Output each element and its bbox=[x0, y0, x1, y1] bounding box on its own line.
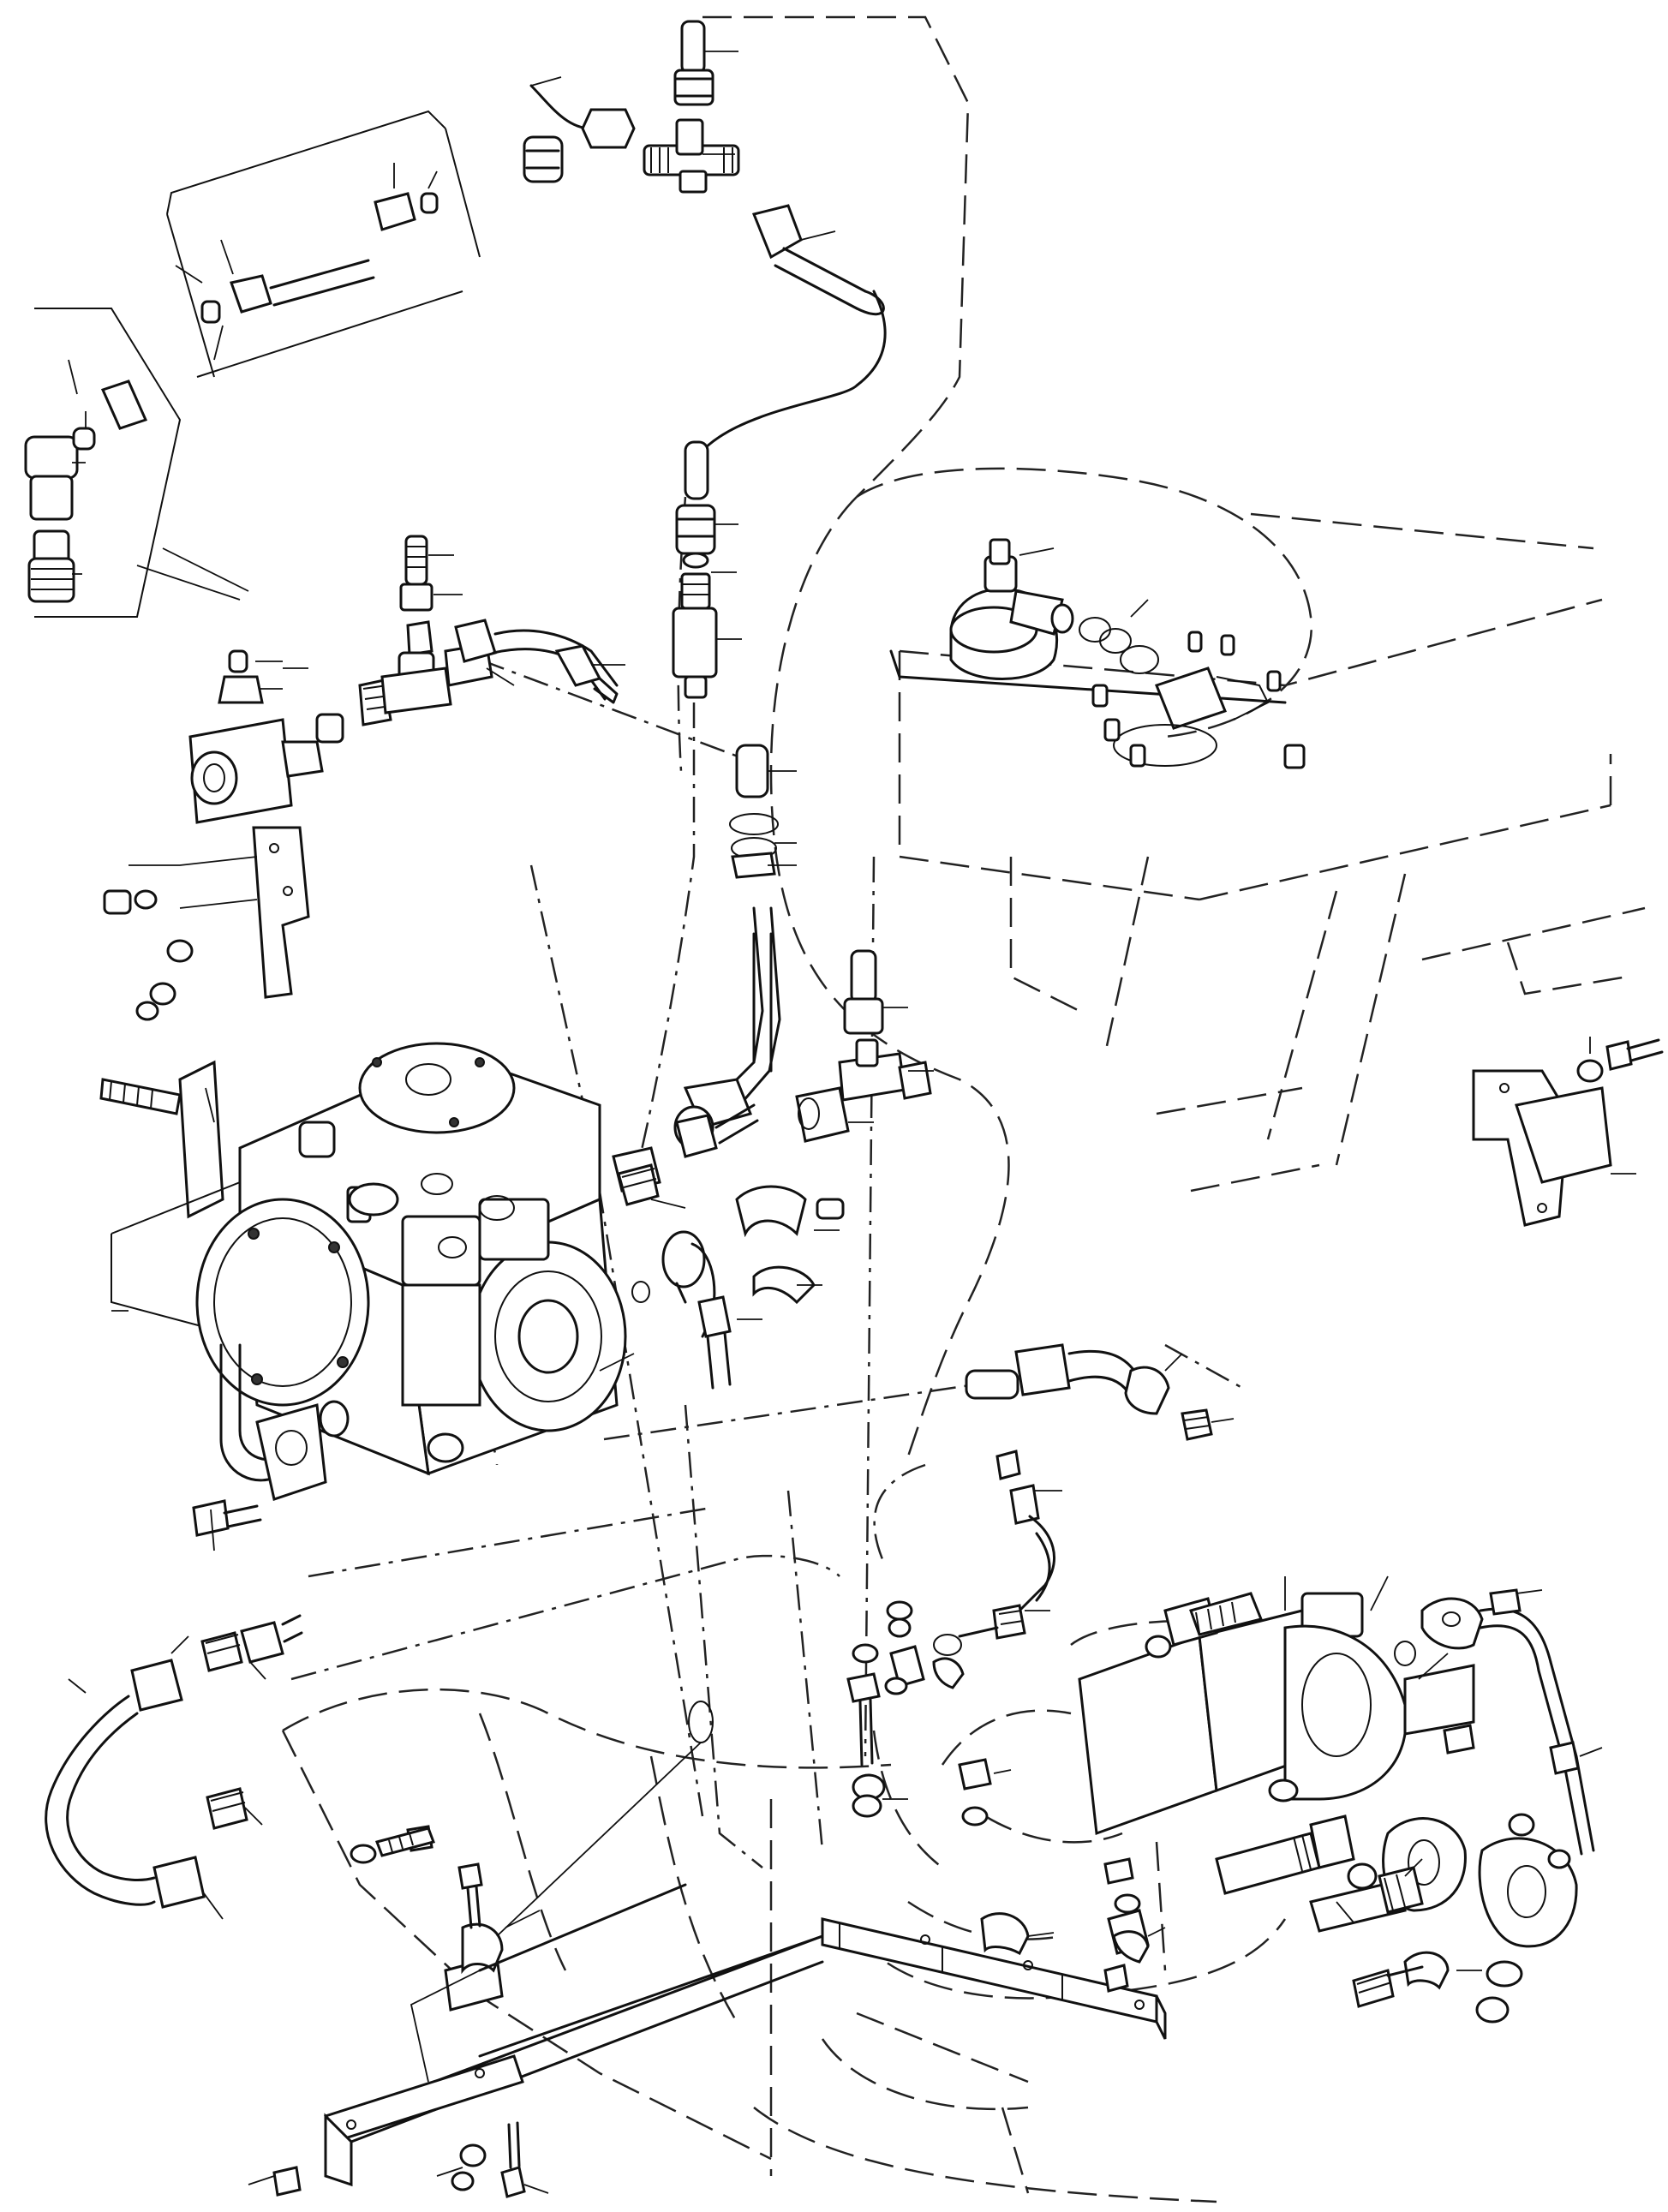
upper-hose-assembly bbox=[523, 20, 887, 481]
mounting-bracket-frame bbox=[248, 1600, 1167, 2198]
pump-outlet-fittings bbox=[617, 932, 934, 1390]
right-hose-assembly bbox=[933, 1037, 1664, 2024]
tank-filter-assembly bbox=[889, 538, 1306, 769]
tube-fitting-kit bbox=[166, 110, 481, 378]
hydraulic-pump-body bbox=[99, 826, 686, 1551]
u-shaped-pipe bbox=[45, 1614, 303, 1920]
center-pressure-hose bbox=[672, 440, 742, 699]
relief-valve-assembly bbox=[188, 535, 625, 824]
left-connector-group bbox=[24, 308, 249, 618]
